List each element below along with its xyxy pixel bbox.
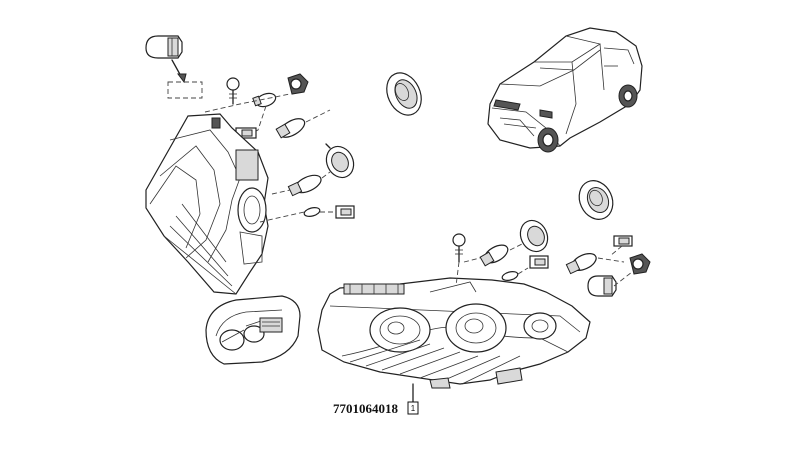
left-headlamp-rear xyxy=(145,113,269,295)
adjuster-screw-right xyxy=(452,233,466,263)
bulb-holder-right xyxy=(629,253,651,275)
callout-index-box xyxy=(407,401,419,415)
assembly-line xyxy=(305,109,331,123)
part-callout-marker xyxy=(618,237,630,245)
adjuster-screw-top xyxy=(226,77,240,105)
h7-bulb xyxy=(275,118,306,139)
h1-bulb-right xyxy=(565,253,597,275)
assembly-line xyxy=(517,267,529,275)
right-headlamp-front xyxy=(317,277,591,389)
callout-index: 1 xyxy=(411,404,416,413)
parking-bulb-left xyxy=(303,207,321,217)
dust-cap-centre xyxy=(519,219,549,253)
assembly-line xyxy=(609,245,623,257)
assembly-line xyxy=(455,261,460,287)
assembly-line xyxy=(204,93,291,113)
wedge-bulb-right xyxy=(587,275,617,297)
wedge-bulb-top-left xyxy=(145,35,183,59)
h1-bulb xyxy=(287,174,322,197)
part-callout-box xyxy=(167,81,203,99)
car-illustration xyxy=(487,27,643,153)
part-callout-marker xyxy=(534,258,546,266)
dust-cap-left xyxy=(325,143,355,179)
part-number-callout: 1 7701064018 xyxy=(333,383,419,416)
bulb-holder-top xyxy=(287,73,309,95)
dust-cap-right xyxy=(578,180,614,220)
side-bulb-top xyxy=(252,92,277,108)
part-callout-marker xyxy=(241,129,253,137)
assembly-line xyxy=(271,189,291,195)
assembly-line xyxy=(321,171,331,179)
h7-bulb-right xyxy=(479,244,509,267)
part-callout-marker xyxy=(340,208,352,216)
leader-arrow xyxy=(171,59,187,84)
assembly-line xyxy=(463,243,633,287)
part-number-label[interactable]: 7701064018 xyxy=(333,401,399,416)
dust-cap-top-centre xyxy=(386,72,422,116)
parking-bulb-right xyxy=(501,271,519,281)
fog-lamp-detail xyxy=(205,295,301,365)
